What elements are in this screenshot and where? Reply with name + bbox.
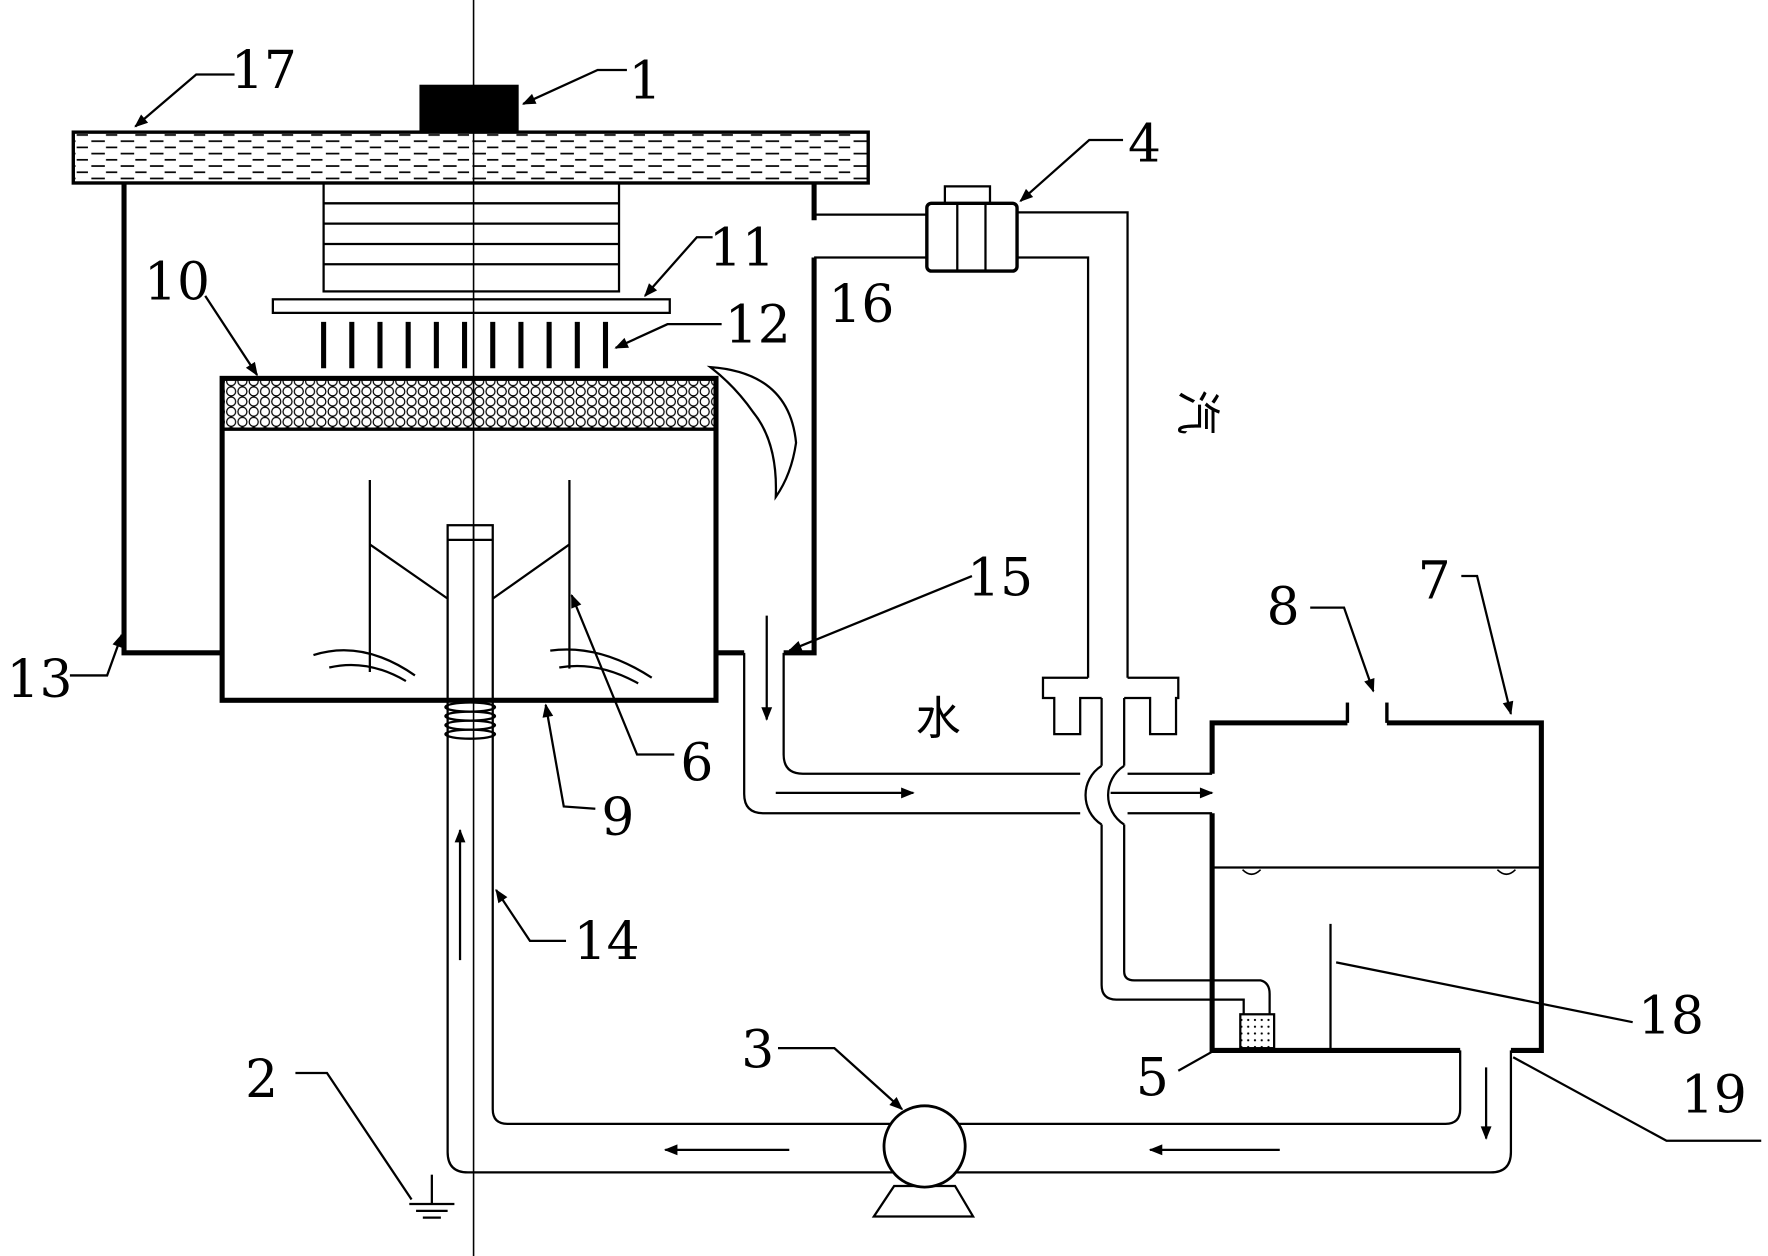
leader-line-14 xyxy=(495,888,567,943)
tank-top-right xyxy=(1386,720,1544,1053)
coil-turn xyxy=(444,701,497,713)
label-17: 17 xyxy=(231,41,297,101)
component-4-body xyxy=(925,201,1019,273)
water-pipe-outer xyxy=(743,652,1213,815)
label-16: 16 xyxy=(828,275,894,335)
heat-exchanger-stack xyxy=(322,181,621,293)
stack-frame xyxy=(322,181,621,293)
stirrer-arm-right xyxy=(492,543,571,600)
leader-line-5 xyxy=(1177,1049,1215,1072)
casing-left-wall xyxy=(121,182,223,656)
label-3: 3 xyxy=(741,1020,774,1080)
label-19: 19 xyxy=(1681,1066,1747,1126)
leader-line-15 xyxy=(788,574,973,652)
stirrer-blade-left xyxy=(313,649,416,677)
leader-line-8 xyxy=(1310,606,1375,693)
label-18: 18 xyxy=(1638,987,1704,1047)
label-9: 9 xyxy=(601,788,634,848)
water-pipe-inner xyxy=(782,652,1213,775)
leader-line-6 xyxy=(570,593,675,756)
label-1: 1 xyxy=(628,51,661,111)
label-11: 11 xyxy=(709,218,775,278)
return-pipe-outer xyxy=(446,700,1513,1174)
water-level-mark xyxy=(1496,869,1516,876)
stirrer-blade-left xyxy=(328,663,407,683)
component-4-cap xyxy=(943,185,992,205)
label-12: 12 xyxy=(725,295,791,355)
leader-line-10 xyxy=(204,295,259,377)
label-15: 15 xyxy=(967,548,1033,608)
motor-block xyxy=(419,84,519,133)
label-6: 6 xyxy=(680,734,713,794)
stirrer xyxy=(313,480,653,685)
water-level-mark xyxy=(1242,869,1262,876)
coil-turn xyxy=(444,710,497,722)
top-plate xyxy=(71,130,870,185)
leader-line-3 xyxy=(778,1047,904,1111)
steam-annotation: 汽 xyxy=(1171,390,1224,435)
label-8: 8 xyxy=(1267,578,1300,638)
leader-line-2 xyxy=(295,1071,413,1201)
leader-line-7 xyxy=(1461,574,1514,716)
component-5 xyxy=(1239,1013,1276,1050)
leader-line-1 xyxy=(521,68,627,105)
nozzle-row xyxy=(321,321,609,369)
steam-pipe-inner xyxy=(1017,256,1090,678)
feed-pipe-inner xyxy=(1123,824,1271,1015)
leader-line-18 xyxy=(1335,961,1633,1024)
porous-layer xyxy=(222,378,716,430)
feed-pipe-outer xyxy=(1100,824,1245,1015)
central-tube xyxy=(446,524,494,702)
label-4: 4 xyxy=(1128,115,1161,175)
leader-line-19 xyxy=(1512,1056,1762,1142)
pump xyxy=(882,1104,967,1189)
coil-windings xyxy=(444,701,497,740)
label-7: 7 xyxy=(1418,552,1451,612)
coil-turn xyxy=(444,728,497,740)
stirrer-blade-right xyxy=(559,664,639,685)
steam-pipe-outer xyxy=(1017,211,1129,678)
label-13: 13 xyxy=(6,650,72,710)
label-10: 10 xyxy=(144,252,210,312)
leader-line-12 xyxy=(614,323,722,349)
manifold-right xyxy=(1124,676,1180,736)
water-annotation: 水 xyxy=(916,692,961,745)
leader-line-9 xyxy=(542,703,596,810)
tank-left-wall-upper xyxy=(1209,720,1348,774)
deflector-vane xyxy=(706,365,798,501)
label-2: 2 xyxy=(245,1050,278,1110)
casing-right-wall-lower xyxy=(783,257,817,656)
leader-line-13 xyxy=(69,633,123,677)
coil-turn xyxy=(444,719,497,731)
label-5: 5 xyxy=(1136,1049,1169,1109)
return-pipe-inner xyxy=(491,700,1462,1125)
leader-line-17 xyxy=(134,73,235,128)
pump-base xyxy=(871,1184,976,1218)
stirrer-blade-right xyxy=(550,648,653,679)
crossover-curve-right xyxy=(1106,764,1125,826)
ground-symbol xyxy=(409,1174,455,1219)
stirrer-arm-left xyxy=(369,543,449,600)
manifold-left xyxy=(1041,676,1102,736)
distribution-plate xyxy=(271,298,671,315)
label-14: 14 xyxy=(574,912,640,972)
leader-line-4 xyxy=(1019,138,1124,202)
crossover-curve-left xyxy=(1084,764,1103,826)
leader-line-11 xyxy=(644,236,713,297)
